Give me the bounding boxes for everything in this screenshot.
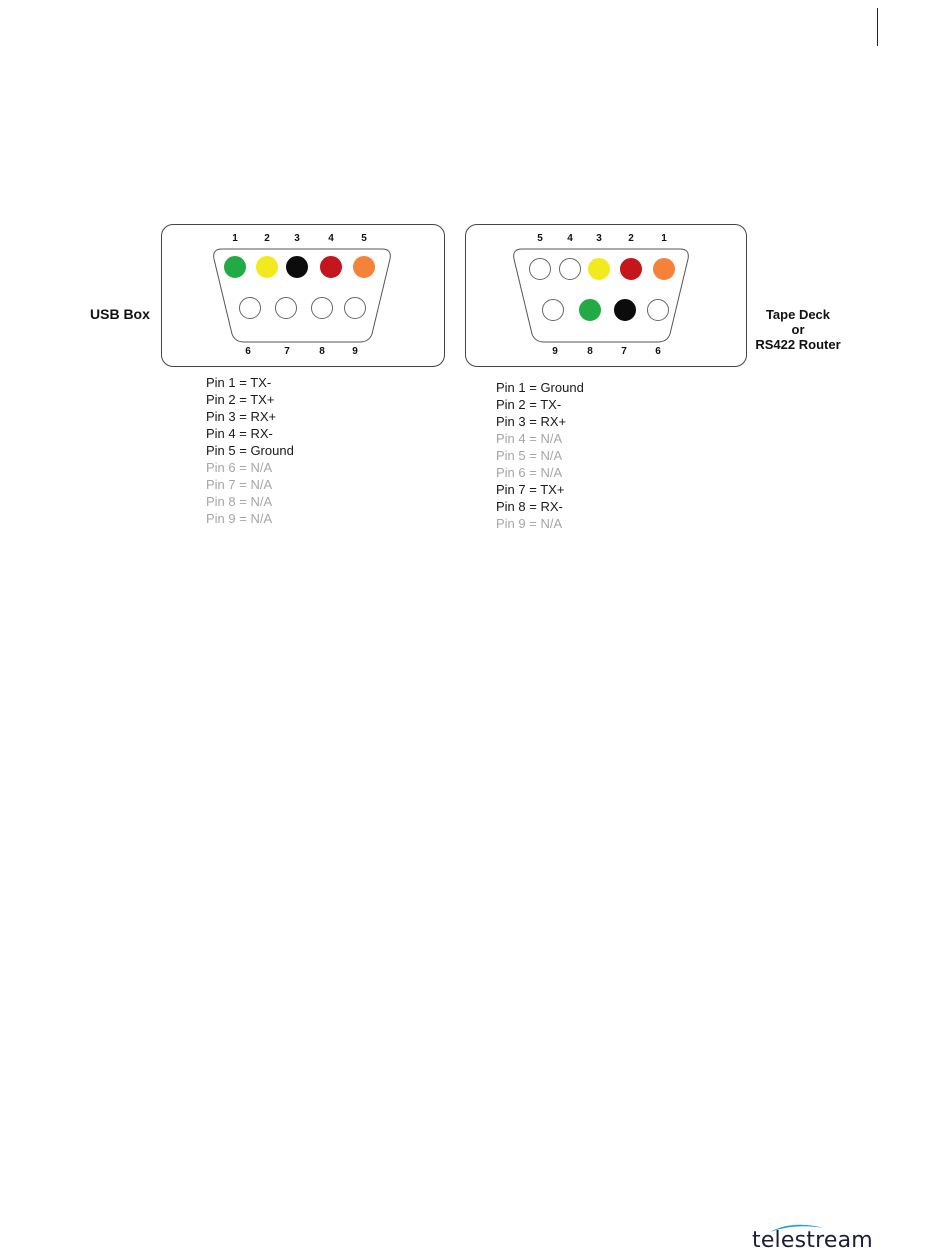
tape-deck-pin-5 xyxy=(529,258,551,280)
tape-deck-pin-2 xyxy=(620,258,642,280)
tape-deck-pin-number: 1 xyxy=(661,233,667,244)
pin-list-row: Pin 3 = RX+ xyxy=(496,414,567,429)
logo-swoosh-icon xyxy=(770,1224,824,1232)
tape-deck-pin-number: 6 xyxy=(655,346,661,357)
tape-deck-pin-3 xyxy=(588,258,610,280)
pin-list-row: Pin 8 = RX- xyxy=(496,499,563,514)
tape-deck-db9-shell xyxy=(513,248,689,343)
pin-list-row: Pin 9 = N/A xyxy=(206,511,273,526)
tape-deck-pin-8 xyxy=(579,299,601,321)
pin-list-row: Pin 2 = TX+ xyxy=(206,392,275,407)
pin-list-row: Pin 5 = Ground xyxy=(206,443,294,458)
usb-box-pin-8 xyxy=(311,297,333,319)
pin-list-row: Pin 1 = Ground xyxy=(496,380,584,395)
pin-list-row: Pin 5 = N/A xyxy=(496,448,563,463)
usb-box-pin-1 xyxy=(224,256,246,278)
pin-list-row: Pin 4 = RX- xyxy=(206,426,273,441)
usb-box-pin-number: 1 xyxy=(232,233,238,244)
usb-box-pin-number: 3 xyxy=(294,233,300,244)
usb-box-pin-list: Pin 1 = TX- Pin 2 = TX+ Pin 3 = RX+ Pin 4 =… xyxy=(206,374,294,527)
usb-box-pin-4 xyxy=(320,256,342,278)
usb-box-pin-5 xyxy=(353,256,375,278)
tape-deck-pin-number: 8 xyxy=(587,346,593,357)
pin-list-row: Pin 2 = TX- xyxy=(496,397,562,412)
tape-deck-pin-4 xyxy=(559,258,581,280)
pin-list-row: Pin 1 = TX- xyxy=(206,375,272,390)
pin-list-row: Pin 4 = N/A xyxy=(496,431,563,446)
usb-box-db9-shell xyxy=(213,248,391,343)
tape-deck-pin-number: 4 xyxy=(567,233,573,244)
usb-box-pin-number: 7 xyxy=(284,346,290,357)
tape-deck-pin-number: 9 xyxy=(552,346,558,357)
logo-wordmark: telestream xyxy=(752,1228,873,1253)
pin-list-row: Pin 8 = N/A xyxy=(206,494,273,509)
pin-list-row: Pin 6 = N/A xyxy=(206,460,273,475)
usb-box-pin-number: 8 xyxy=(319,346,325,357)
usb-box-pin-number: 4 xyxy=(328,233,334,244)
pin-list-row: Pin 7 = N/A xyxy=(206,477,273,492)
tape-deck-pin-6 xyxy=(647,299,669,321)
pin-list-row: Pin 6 = N/A xyxy=(496,465,563,480)
pin-list-row: Pin 9 = N/A xyxy=(496,516,563,531)
telestream-logo: telestream xyxy=(752,1222,882,1253)
tape-deck-pin-1 xyxy=(653,258,675,280)
tape-deck-label: Tape Deck or RS422 Router xyxy=(748,307,848,352)
pin-list-row: Pin 3 = RX+ xyxy=(206,409,277,424)
usb-box-pin-number: 2 xyxy=(264,233,270,244)
usb-box-connector-panel xyxy=(161,224,445,367)
tape-deck-pin-7 xyxy=(614,299,636,321)
usb-box-pin-6 xyxy=(239,297,261,319)
usb-box-pin-9 xyxy=(344,297,366,319)
tape-deck-pin-9 xyxy=(542,299,564,321)
usb-box-pin-number: 5 xyxy=(361,233,367,244)
tape-deck-connector-panel xyxy=(465,224,747,367)
usb-box-pin-number: 6 xyxy=(245,346,251,357)
usb-box-pin-2 xyxy=(256,256,278,278)
pin-list-row: Pin 7 = TX+ xyxy=(496,482,565,497)
usb-box-label: USB Box xyxy=(90,306,150,322)
page-header-rule xyxy=(877,8,878,46)
tape-deck-label-line1: Tape Deck xyxy=(765,307,831,322)
usb-box-pin-7 xyxy=(275,297,297,319)
usb-box-pin-number: 9 xyxy=(352,346,358,357)
tape-deck-pin-number: 5 xyxy=(537,233,543,244)
tape-deck-pin-number: 7 xyxy=(621,346,627,357)
tape-deck-pin-number: 2 xyxy=(628,233,634,244)
usb-box-pin-3 xyxy=(286,256,308,278)
tape-deck-label-line2: or xyxy=(791,322,805,337)
tape-deck-label-line3: RS422 Router xyxy=(755,337,841,352)
tape-deck-pin-number: 3 xyxy=(596,233,602,244)
